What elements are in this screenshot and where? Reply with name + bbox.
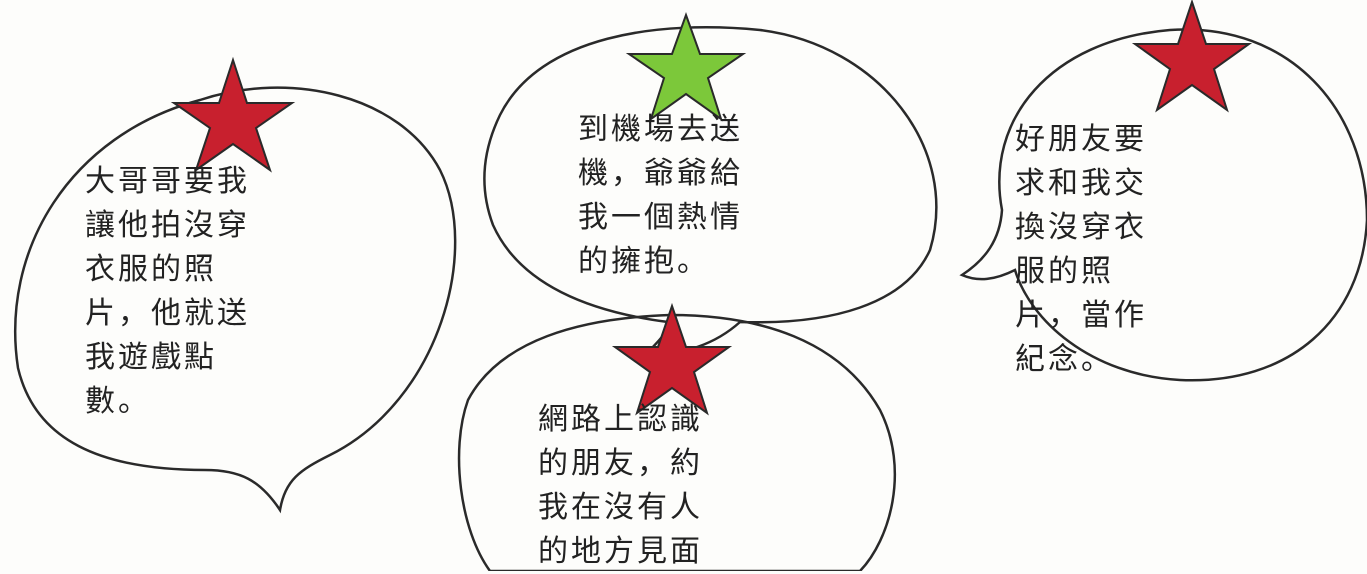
bubble-line: 讓他拍沒穿 <box>85 208 250 243</box>
bubble-line: 機，爺爺給 <box>578 156 743 191</box>
bubble-center-top-outline <box>483 26 938 357</box>
bubble-line: 片，他就送 <box>85 296 250 331</box>
bubble-line: 的朋友，約 <box>538 446 703 481</box>
bubble-line: 的擁抱。 <box>578 244 710 279</box>
bubble-line: 到機場去送 <box>578 112 743 147</box>
bubble-line: 大哥哥要我 <box>85 164 250 199</box>
bubble-line: 服的照 <box>1015 254 1114 289</box>
bubble-right-outline <box>959 28 1367 382</box>
bubble-center-bottom-outline <box>457 313 897 571</box>
bubble-right <box>959 0 1367 382</box>
bubble-left <box>13 56 457 514</box>
bubble-line: 我一個熱情 <box>578 200 743 235</box>
bubble-line: 片，當作 <box>1015 298 1147 333</box>
bubble-line: 紀念。 <box>1015 342 1114 377</box>
green-star-icon <box>625 12 747 122</box>
bubble-line: 網路上認識 <box>538 402 703 437</box>
bubble-center-bottom <box>457 302 897 571</box>
bubble-center-top <box>483 12 938 357</box>
bubble-line: 求和我交 <box>1015 166 1147 201</box>
red-star-icon <box>611 302 733 416</box>
bubble-left-text: 大哥哥要我 讓他拍沒穿 衣服的照 片，他就送 我遊戲點 數。 <box>85 160 250 424</box>
bubble-line: 我遊戲點 <box>85 340 217 375</box>
bubble-center-top-text: 到機場去送 機，爺爺給 我一個熱情 的擁抱。 <box>578 108 743 284</box>
bubble-line: 好朋友要 <box>1015 122 1147 157</box>
bubble-left-outline <box>13 86 457 514</box>
bubble-line: 我在沒有人 <box>538 490 703 525</box>
bubble-line: 的地方見面 <box>538 534 703 569</box>
red-star-icon <box>1131 0 1253 113</box>
red-star-icon <box>170 56 296 173</box>
bubble-line: 衣服的照 <box>85 252 217 287</box>
bubble-center-bottom-text: 網路上認識 的朋友，約 我在沒有人 的地方見面 <box>538 398 703 574</box>
bubble-line: 換沒穿衣 <box>1015 210 1147 245</box>
bubble-line: 數。 <box>85 384 151 419</box>
bubble-right-text: 好朋友要 求和我交 換沒穿衣 服的照 片，當作 紀念。 <box>1015 118 1147 382</box>
